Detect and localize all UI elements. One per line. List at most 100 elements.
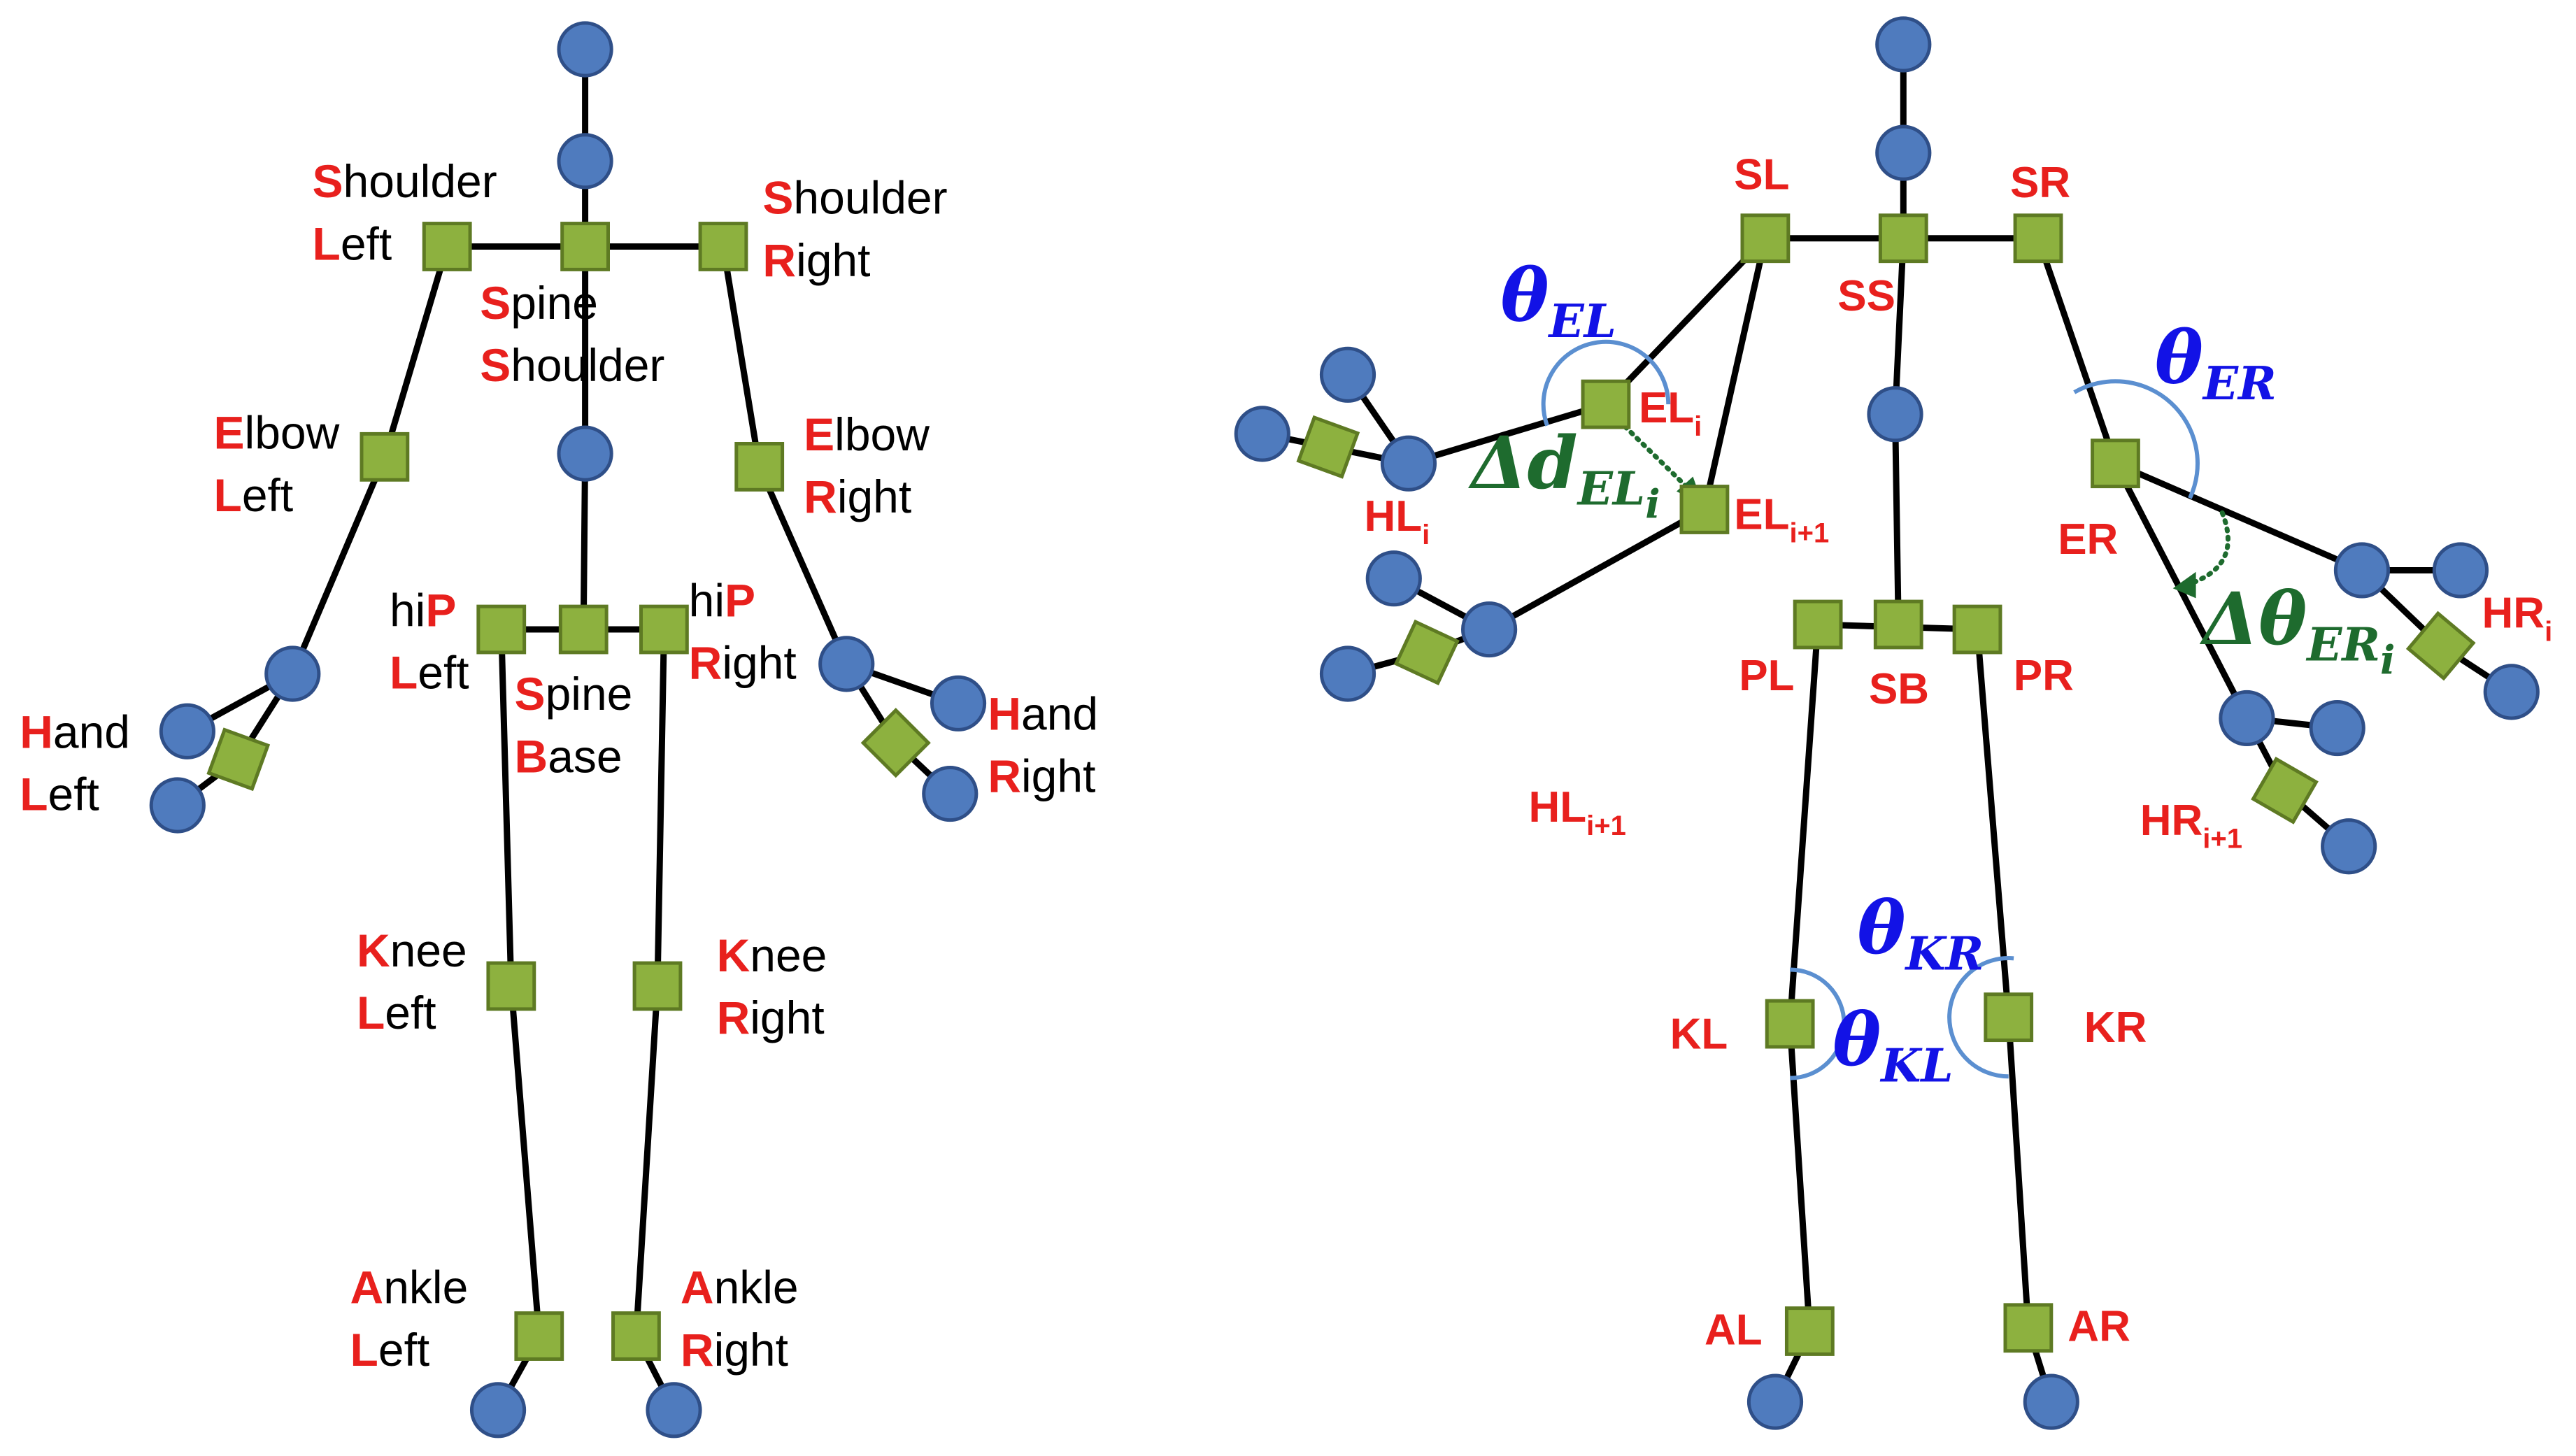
abbr-el-i1: ELi+1 [1734, 491, 1829, 549]
wrist-right-joint [818, 636, 875, 692]
bone [2035, 235, 2119, 467]
wrist-l-i1-joint [1461, 601, 1518, 658]
kr-joint [1984, 992, 2034, 1043]
abbr-kl: KL [1670, 1010, 1728, 1058]
bone [1486, 506, 1708, 633]
delta-theta-arrowhead [2172, 571, 2196, 599]
bone [1786, 1020, 1813, 1334]
wrist-l-i-joint [1380, 435, 1437, 492]
hand-tip-left-joint [159, 703, 215, 759]
el-i1-joint [1679, 485, 1730, 534]
ankle-left-joint [514, 1311, 564, 1361]
delta-theta-arrow [2184, 510, 2230, 588]
tip-r-i-joint [2432, 542, 2489, 599]
foot-right-joint [646, 1382, 702, 1439]
bone [1892, 235, 1907, 417]
abbr-sl: SL [1734, 150, 1789, 199]
bone [2005, 1014, 2032, 1332]
bone [2112, 460, 2365, 573]
hip-left-joint [476, 604, 527, 655]
abbr-al: AL [1705, 1306, 1763, 1354]
sl-joint [1740, 213, 1791, 264]
bone [289, 453, 388, 677]
foot-right-joint-r [2023, 1373, 2079, 1430]
sr-joint [2013, 213, 2063, 264]
neck-joint-r [1875, 124, 1932, 181]
bone [381, 243, 450, 460]
thumb-r-i1-joint [2321, 818, 2377, 875]
abbr-hl-i1: HLi+1 [1529, 783, 1626, 841]
theta-kr-arc [1947, 956, 2014, 1079]
angle-theta-kl: θKL [1833, 998, 1953, 1093]
head-joint-r [1875, 16, 1932, 73]
angle-theta-el: θEL [1501, 253, 1616, 348]
hr-i1-joint [2251, 756, 2319, 825]
thumb-l-i1-joint [1319, 645, 1376, 702]
elbow-right-joint [734, 442, 785, 492]
thumb-r-i-joint [2483, 664, 2540, 720]
abbr-el-i: ELi [1639, 384, 1702, 442]
abbr-hl-i: HLi [1365, 492, 1430, 550]
ar-joint [2003, 1303, 2054, 1353]
bone [498, 626, 515, 990]
head-joint [557, 21, 613, 78]
tip-l-i1-joint [1365, 550, 1422, 607]
pl-joint [1793, 599, 1843, 650]
hand-tip-right-joint [930, 675, 987, 731]
tip-l-i-joint [1319, 346, 1376, 403]
abbr-er: ER [2058, 515, 2118, 564]
foot-left-joint [469, 1382, 527, 1439]
kl-joint [1765, 999, 1815, 1049]
tip-r-i1-joint [2309, 699, 2365, 757]
knee-right-joint [632, 961, 683, 1011]
angle-theta-kr: θKR [1858, 886, 1984, 981]
theta-er-arc [2073, 379, 2200, 499]
theta-kl-arc [1790, 967, 1846, 1080]
hr-i-joint [2405, 611, 2476, 681]
thumb-right-joint [922, 765, 979, 822]
bone [1892, 411, 1902, 628]
spine-mid-joint [557, 425, 613, 482]
theta-el-arc [1541, 339, 1671, 427]
bone [1701, 235, 1769, 513]
spine-shoulder-joint [560, 222, 611, 271]
er-joint [2091, 438, 2140, 489]
hl-i1-joint [1393, 619, 1460, 685]
hand-left-joint [206, 727, 271, 792]
knee-left-joint [486, 961, 536, 1011]
abbr-pr: PR [2014, 652, 2074, 700]
bone [508, 983, 543, 1340]
abbr-ss: SS [1837, 272, 1895, 320]
abbr-pl: PL [1739, 652, 1794, 700]
bone [720, 243, 763, 470]
bone [580, 450, 589, 633]
bone [1405, 401, 1609, 467]
bone [1786, 621, 1821, 1027]
angle-theta-er: θER [2155, 316, 2277, 411]
ankle-right-joint [611, 1311, 661, 1361]
hand-right-joint [860, 708, 931, 778]
bone [756, 463, 850, 667]
bone [1602, 235, 1769, 408]
delta-d-arrow [1616, 418, 1695, 496]
sb-joint [1873, 599, 1923, 650]
abbr-hr-i: HRi [2482, 590, 2553, 648]
shoulder-right-joint [698, 222, 748, 271]
foot-left-joint-r [1746, 1373, 1804, 1430]
ss-joint [1878, 213, 1928, 264]
wrist-r-i1-joint [2219, 690, 2275, 747]
bone [654, 626, 667, 990]
wrist-left-joint [264, 645, 321, 702]
